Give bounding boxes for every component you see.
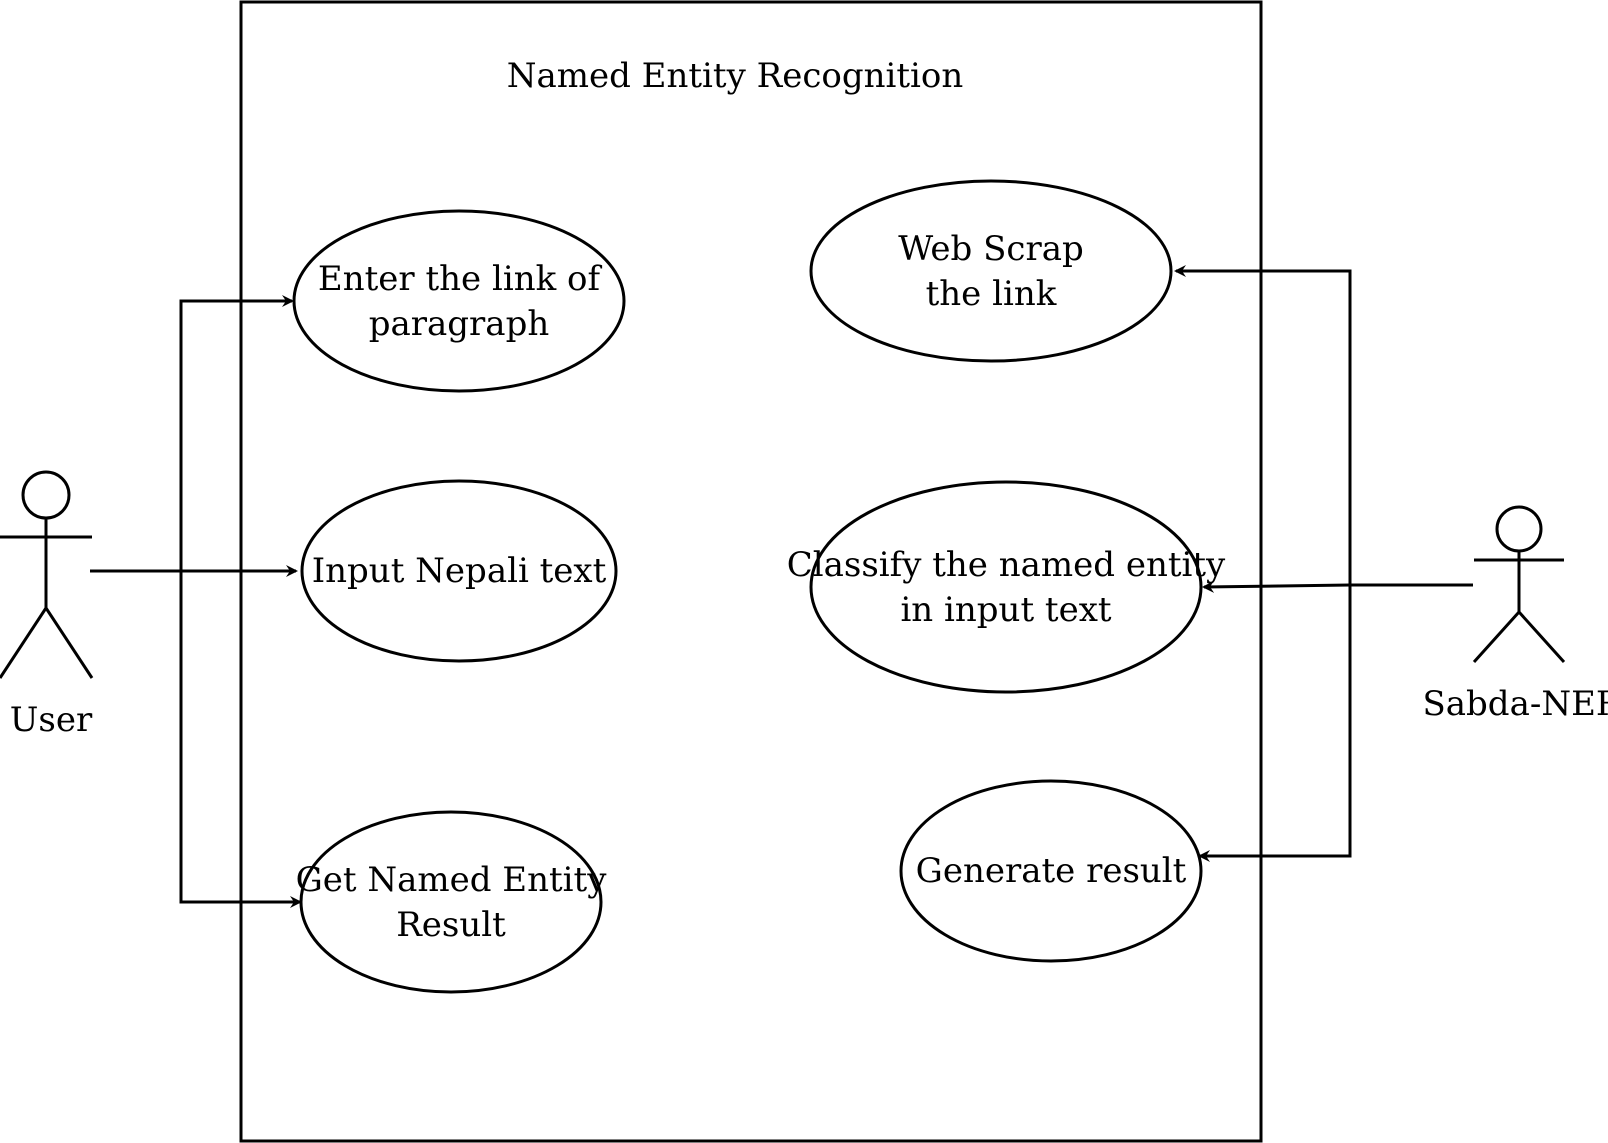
actor-user: User bbox=[0, 470, 94, 740]
use-case-enter-link: Enter the link of paragraph bbox=[292, 209, 626, 393]
sabda-connectors bbox=[1174, 265, 1473, 862]
svg-text:Get Named Entity: Get Named Entity bbox=[296, 860, 608, 900]
use-case-input-nepali-text: Input Nepali text bbox=[300, 479, 618, 663]
svg-text:in input text: in input text bbox=[900, 590, 1111, 630]
use-case-generate-result: Generate result bbox=[899, 779, 1203, 963]
svg-text:Generate result: Generate result bbox=[916, 851, 1187, 891]
system-title: Named Entity Recognition bbox=[507, 56, 964, 96]
actor-user-label: User bbox=[10, 700, 93, 740]
use-case-classify: Classify the named entity in input text bbox=[787, 480, 1226, 694]
actor-sabda-ner: Sabda-NER bbox=[1422, 505, 1608, 724]
actor-sabda-ner-label: Sabda-NER bbox=[1422, 684, 1608, 724]
svg-text:Result: Result bbox=[396, 905, 506, 945]
svg-text:the link: the link bbox=[926, 274, 1057, 314]
use-case-get-result: Get Named Entity Result bbox=[296, 810, 608, 994]
svg-text:Web Scrap: Web Scrap bbox=[898, 229, 1084, 269]
svg-text:paragraph: paragraph bbox=[369, 304, 550, 344]
user-connectors bbox=[90, 295, 302, 908]
svg-text:Enter the link of: Enter the link of bbox=[318, 259, 603, 299]
use-case-web-scrap: Web Scrap the link bbox=[809, 179, 1173, 363]
svg-text:Classify the named entity: Classify the named entity bbox=[787, 545, 1226, 585]
svg-text:Input Nepali text: Input Nepali text bbox=[312, 551, 607, 591]
